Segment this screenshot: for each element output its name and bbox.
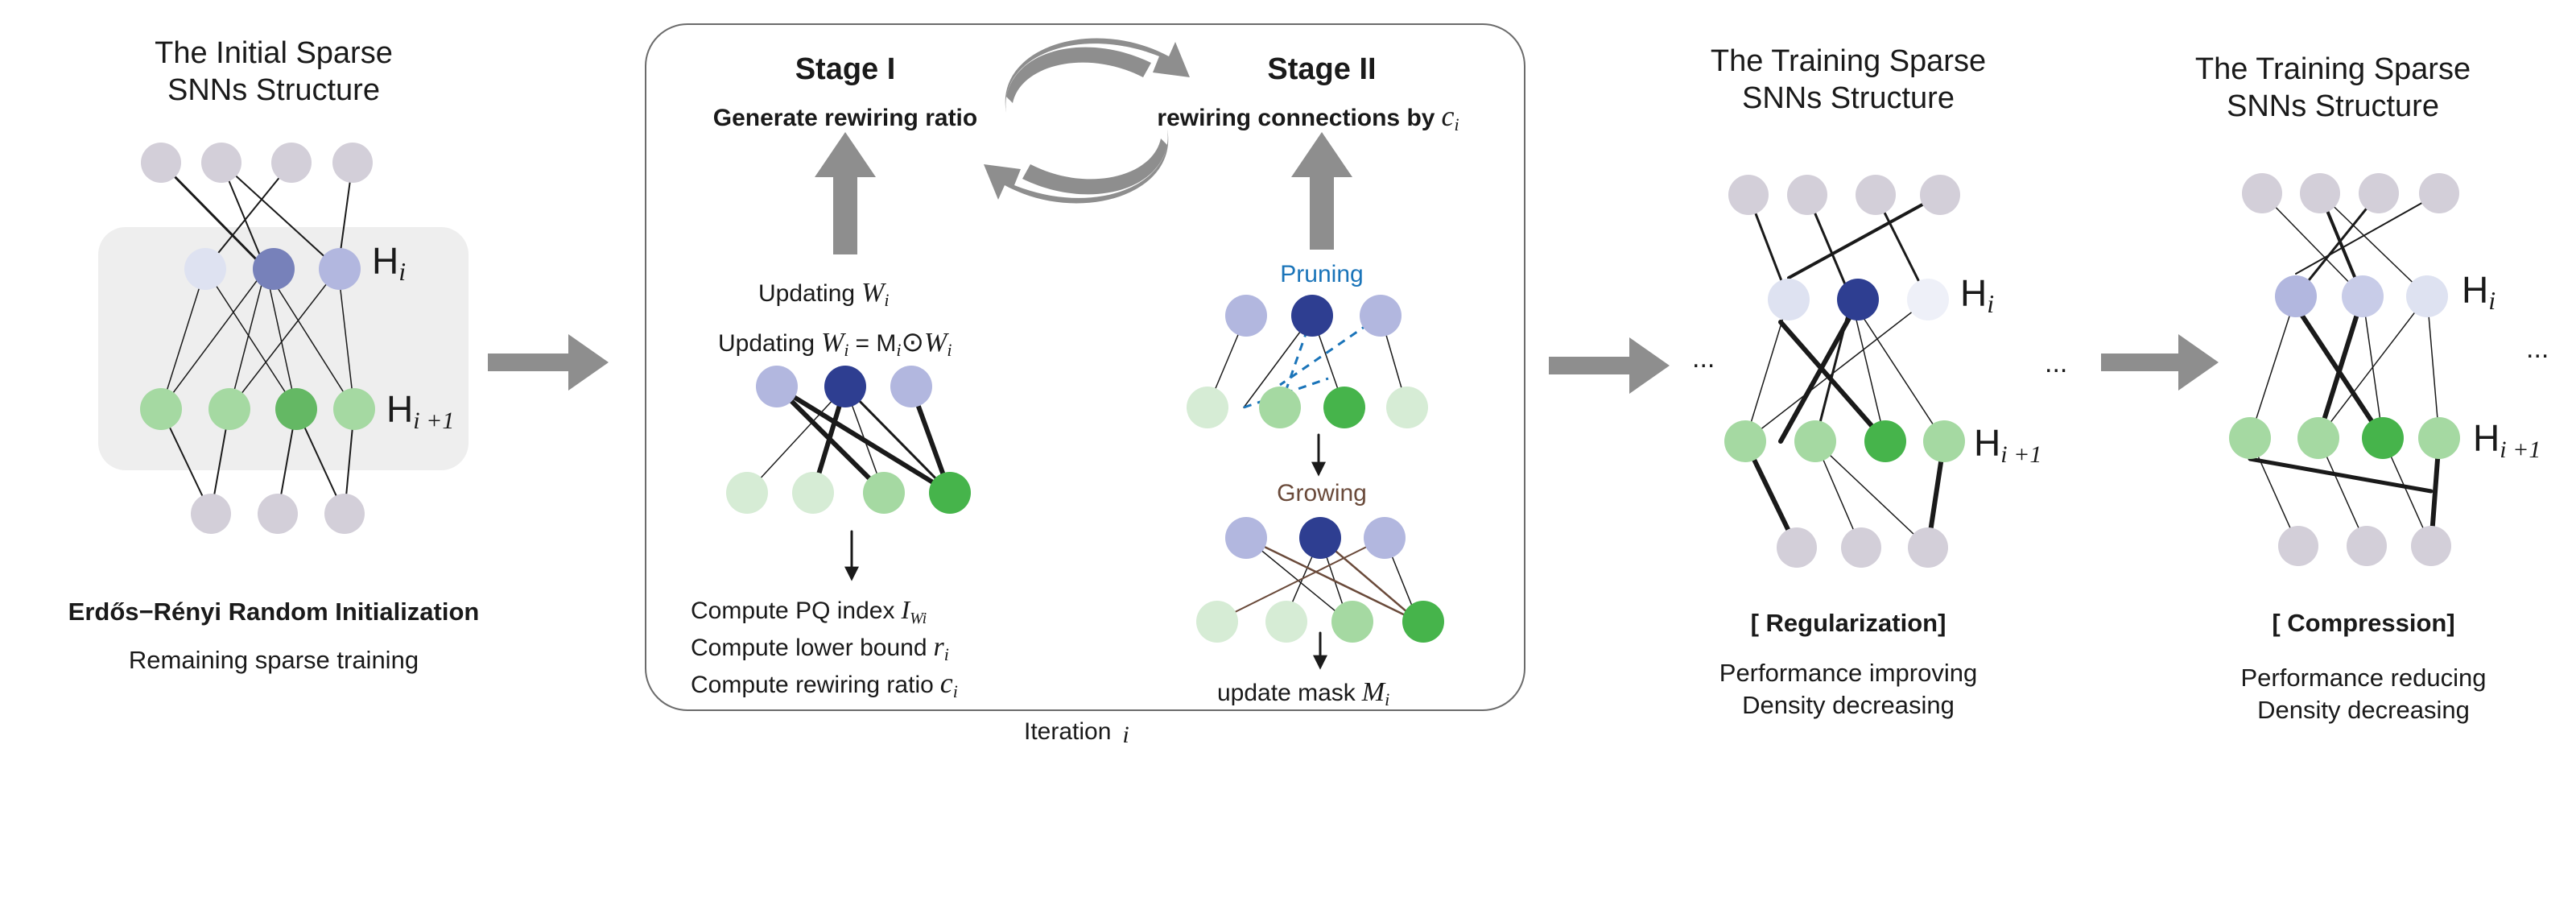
- compression-line1: Performance reducing: [2241, 664, 2487, 692]
- compression-panel: The Training Sparse SNNs Structure: [2195, 52, 2549, 724]
- output-neuron: [324, 494, 365, 534]
- input-neuron: [271, 143, 312, 183]
- compression-neurons: [2229, 173, 2460, 566]
- stage2-title: Stage II: [1267, 52, 1376, 86]
- regularization-panel: The Training Sparse SNNs Structure: [1692, 44, 2067, 719]
- compression-line2: Density decreasing: [2257, 696, 2470, 724]
- flow-arrow-right: [1549, 337, 1670, 394]
- output-neuron: [191, 494, 231, 534]
- stage1-neurons: [726, 366, 971, 514]
- compression-title-line2: SNNs Structure: [2227, 89, 2439, 123]
- initial-panel: The Initial Sparse SNNs Structure: [68, 36, 480, 674]
- iteration-panel: Stage I Generate rewiring ratio Stage II…: [645, 23, 1525, 748]
- stage1-title: Stage I: [795, 52, 896, 86]
- initial-neurons: [140, 143, 375, 534]
- regularization-neurons: [1724, 175, 1965, 568]
- compression-title-line1: The Training Sparse: [2195, 52, 2471, 86]
- input-neuron: [201, 143, 242, 183]
- regularization-connections: [1743, 193, 1946, 550]
- pruning-label: Pruning: [1280, 261, 1363, 287]
- growing-neurons: [1196, 517, 1444, 643]
- regularization-label: [ Regularization]: [1751, 609, 1946, 637]
- layer-label-hi: Hi: [372, 240, 406, 286]
- regularization-ellipsis-right: ...: [2045, 348, 2067, 378]
- pruning-neurons: [1187, 295, 1428, 428]
- stage1-subtitle: Generate rewiring ratio: [713, 105, 977, 131]
- hidden-neuron-hi: [253, 248, 295, 290]
- output-neuron: [258, 494, 298, 534]
- compression-label-hi1: Hi +1: [2473, 417, 2541, 463]
- initial-caption-bold: Erdős−Rényi Random Initialization: [68, 598, 480, 626]
- layer-label-hi1: Hi +1: [386, 388, 454, 434]
- iteration-box: [645, 23, 1525, 711]
- hidden-neuron-hi1: [208, 388, 250, 430]
- stage2-up-arrow: [1291, 132, 1352, 250]
- flow-arrow-right: [488, 334, 609, 391]
- initial-title-line2: SNNs Structure: [167, 73, 380, 107]
- compression-label: [ Compression]: [2272, 609, 2454, 637]
- regularization-line2: Density decreasing: [1742, 691, 1955, 719]
- initial-caption: Remaining sparse training: [129, 646, 419, 674]
- regularization-label-hi: Hi: [1960, 272, 1994, 318]
- regularization-title-line1: The Training Sparse: [1711, 44, 1986, 78]
- growing-label: Growing: [1277, 480, 1367, 507]
- hidden-neuron-hi1: [140, 388, 182, 430]
- input-neuron: [141, 143, 181, 183]
- regularization-line1: Performance improving: [1719, 659, 1977, 687]
- regularization-title-line2: SNNs Structure: [1742, 81, 1955, 115]
- regularization-label-hi1: Hi +1: [1974, 422, 2041, 468]
- hidden-neuron-hi: [319, 248, 361, 290]
- compression-connections: [2248, 192, 2442, 548]
- hidden-neuron-hi1: [333, 388, 375, 430]
- input-neuron: [332, 143, 373, 183]
- hidden-neuron-hi: [184, 248, 226, 290]
- compression-ellipsis-right: ...: [2526, 333, 2549, 364]
- compression-label-hi: Hi: [2462, 269, 2496, 315]
- regularization-ellipsis-left: ...: [1692, 343, 1715, 374]
- initial-title-line1: The Initial Sparse: [155, 36, 393, 70]
- stage1-up-arrow: [815, 132, 876, 254]
- flow-arrow-right: [2101, 334, 2219, 391]
- cycle-arrows-icon: [984, 38, 1190, 204]
- hidden-neuron-hi1: [275, 388, 317, 430]
